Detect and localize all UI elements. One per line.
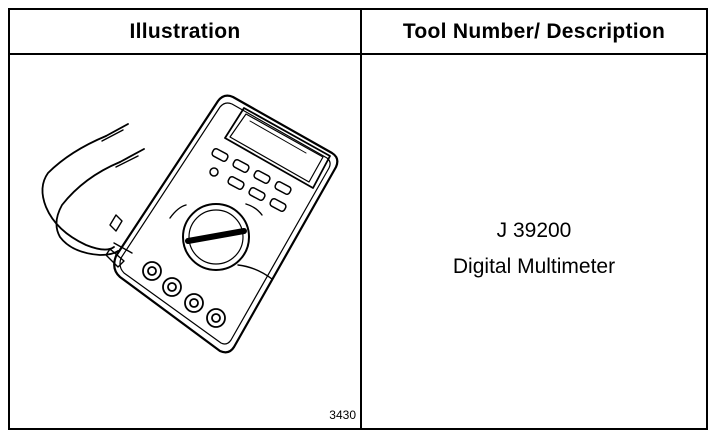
digital-multimeter-icon <box>41 94 339 354</box>
meter-body <box>113 94 339 354</box>
description-cell: J 39200 Digital Multimeter <box>362 55 706 428</box>
column-divider <box>360 10 362 428</box>
tool-number: J 39200 <box>496 218 572 242</box>
rotary-dial-icon <box>169 203 273 280</box>
tool-table: Illustration Tool Number/ Description <box>8 8 708 430</box>
test-leads-icon <box>41 123 145 268</box>
figure-number: 3430 <box>329 408 356 422</box>
header-tool-number-description: Tool Number/ Description <box>402 19 666 43</box>
input-jacks-icon <box>142 261 226 328</box>
table-header-row <box>10 10 706 55</box>
display-icon <box>224 107 331 189</box>
tool-description: Digital Multimeter <box>452 254 616 278</box>
header-illustration: Illustration <box>129 19 241 43</box>
button-row-icon <box>209 148 292 212</box>
illustration-cell: 3430 <box>10 55 360 428</box>
